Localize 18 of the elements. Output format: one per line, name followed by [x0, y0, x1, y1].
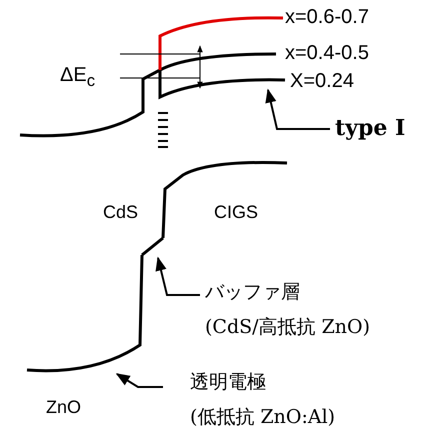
value-label: X=0.24 [290, 70, 354, 92]
callout-label: 透明電極 [190, 372, 267, 393]
callout-note: (低抵抗 ZnO:Al) [190, 406, 336, 428]
layer-label: CIGS [214, 203, 258, 223]
callout-note: (CdS/高抵抗 ZnO) [205, 316, 370, 338]
buffer-slope [141, 236, 164, 256]
layer-label: ZnO [46, 398, 82, 418]
leader-line [116, 373, 163, 388]
band-edge-curve [158, 70, 286, 98]
callout-label: バッファ層 [205, 282, 301, 303]
band-edge-curve [26, 254, 144, 372]
value-label: x=0.4-0.5 [285, 42, 369, 64]
value-label: x=0.6-0.7 [285, 6, 369, 28]
leader-line [265, 88, 330, 130]
leader-line [156, 256, 200, 296]
callout-label: type Ⅰ [335, 116, 406, 140]
layer-label: CdS [103, 203, 138, 223]
symbol-label: ΔE$_{c}$ [60, 64, 96, 90]
